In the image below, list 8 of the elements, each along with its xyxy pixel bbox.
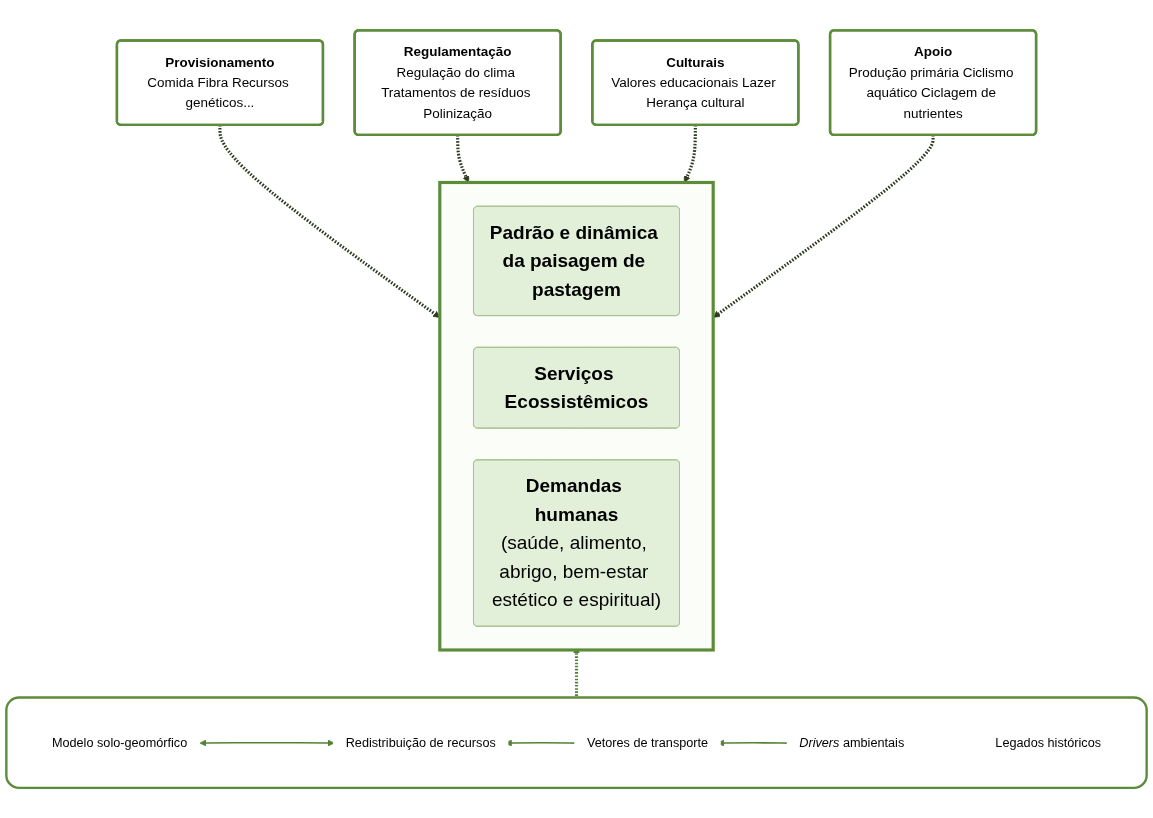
node-text: Drivers ambientais	[799, 735, 905, 749]
node-text: Redistribuição de recursos	[345, 735, 496, 749]
node-text: Modelo solo-geomórfico	[51, 735, 188, 749]
cluster	[438, 180, 715, 652]
node-text: Legados históricos	[995, 735, 1102, 749]
arrow	[199, 739, 335, 747]
cluster	[5, 696, 1148, 789]
node-text: Vetores de transporte	[586, 735, 709, 749]
